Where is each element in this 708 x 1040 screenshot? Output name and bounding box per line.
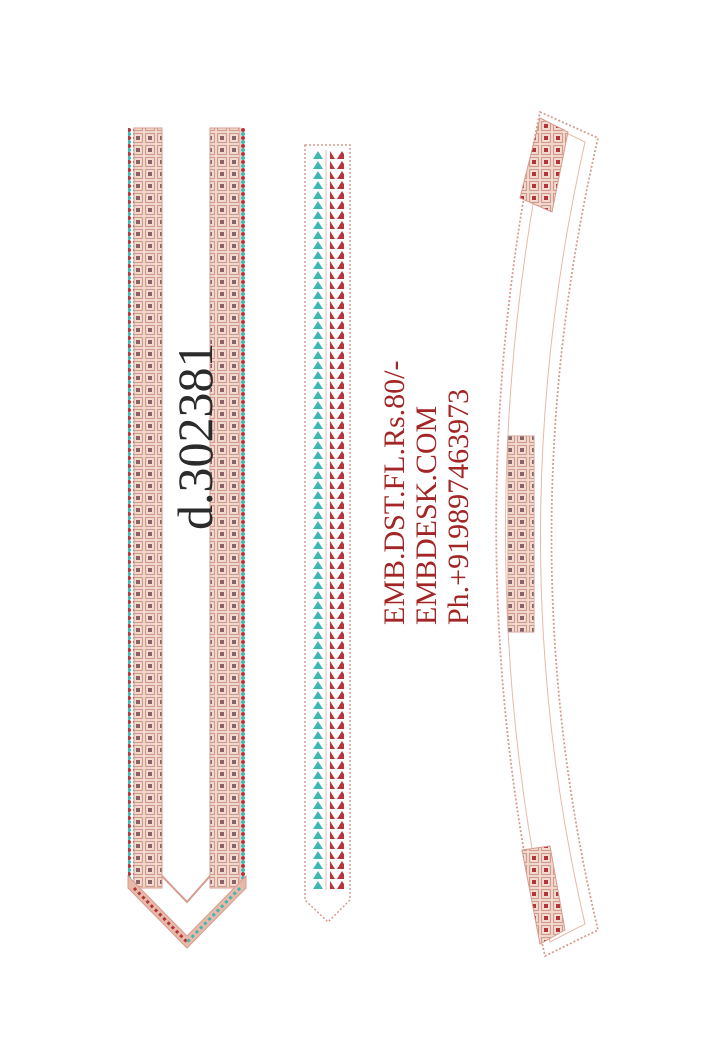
- v-neck-embroidery-pattern-icon: [127, 127, 247, 949]
- border-lace-strip-icon: [304, 144, 351, 924]
- price-info: EMB.DST.FL.Rs.80/-: [378, 360, 411, 625]
- design-code: d.302381: [167, 342, 223, 531]
- curved-collar-outline-icon: [495, 110, 600, 958]
- website-info: EMBDESK.COM: [410, 405, 443, 625]
- phone-info: Ph.+919897463973: [442, 388, 475, 625]
